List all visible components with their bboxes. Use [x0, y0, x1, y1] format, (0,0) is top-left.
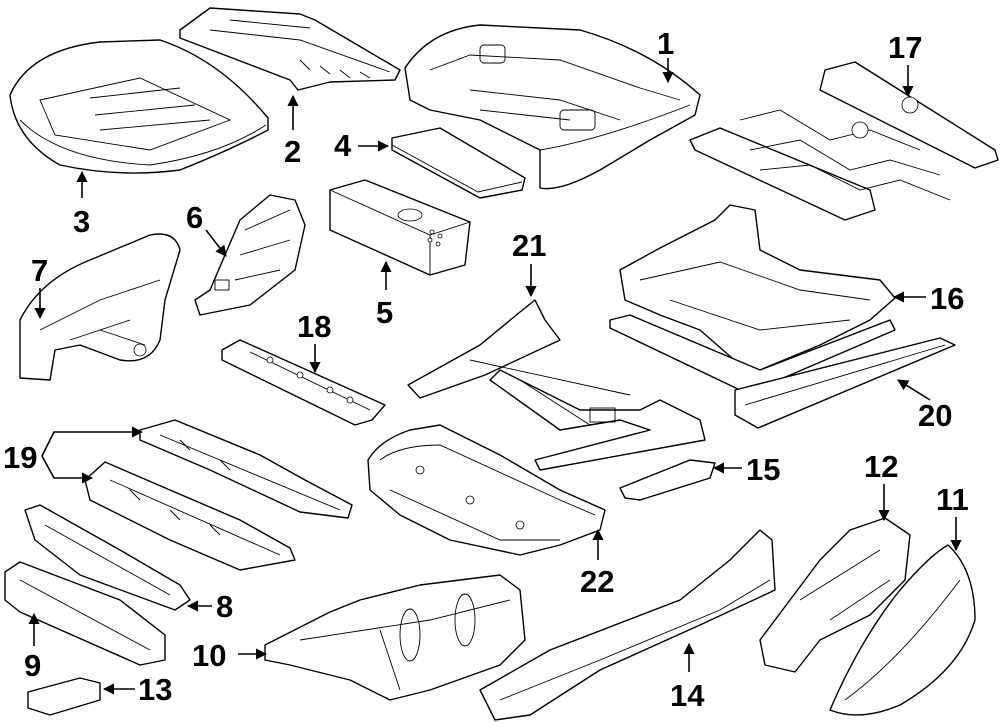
callout-13: 13	[138, 672, 172, 707]
callout-8: 8	[216, 589, 233, 624]
callout-22: 22	[580, 564, 614, 599]
callout-18: 18	[297, 309, 331, 344]
part-20-bar	[734, 337, 956, 429]
part-16-seat-pan	[609, 204, 896, 391]
part-12-side-shield	[759, 517, 911, 673]
part-11-outer-shield	[829, 544, 976, 716]
leader-6	[205, 229, 227, 257]
callout-15: 15	[746, 452, 780, 487]
part-9-side-panel	[4, 561, 166, 666]
part-5-storage-box	[329, 179, 471, 276]
part-13-clip	[27, 677, 101, 716]
callout-12: 12	[864, 449, 898, 484]
part-3-cushion-cover	[9, 39, 269, 174]
callout-4: 4	[334, 128, 352, 163]
part-2-trim-panel	[179, 7, 401, 91]
part-7-side-shield	[19, 233, 181, 381]
part-19-rails	[84, 419, 353, 571]
callout-21: 21	[512, 228, 546, 263]
callout-7: 7	[31, 253, 48, 288]
callout-3: 3	[73, 204, 90, 239]
leader-20	[897, 379, 931, 401]
callout-16: 16	[930, 281, 964, 316]
callout-9: 9	[24, 648, 41, 683]
part-22-lower-frame	[367, 424, 606, 556]
part-14-side-trim	[479, 529, 776, 721]
part-15-bracket	[619, 459, 716, 501]
callout-19: 19	[3, 440, 37, 475]
leader-19-upper	[41, 426, 144, 457]
part-10-lower-cover	[264, 574, 526, 701]
part-18-plate	[221, 339, 386, 426]
leader-lines	[28, 58, 962, 695]
callout-5: 5	[376, 295, 393, 330]
callout-11: 11	[936, 482, 969, 517]
callout-17: 17	[888, 30, 922, 65]
callout-1: 1	[657, 26, 674, 61]
callout-14: 14	[670, 678, 705, 713]
callout-20: 20	[918, 398, 952, 433]
part-17-spring-grid	[689, 61, 999, 221]
part-6-side-bracket	[194, 194, 306, 316]
callout-numbers: 1 2 3 4 5 6 7 8 9 10 11 12 13 14 15 16 1…	[3, 26, 969, 713]
part-1-cushion-pad	[404, 24, 701, 190]
callout-2: 2	[284, 134, 301, 169]
callout-6: 6	[186, 200, 203, 235]
part-8-trim	[24, 504, 191, 611]
part-4-foam-pad	[391, 127, 526, 199]
leader-19-lower	[41, 455, 94, 484]
part-21-seat-frame	[407, 299, 706, 471]
callout-10: 10	[192, 638, 226, 673]
